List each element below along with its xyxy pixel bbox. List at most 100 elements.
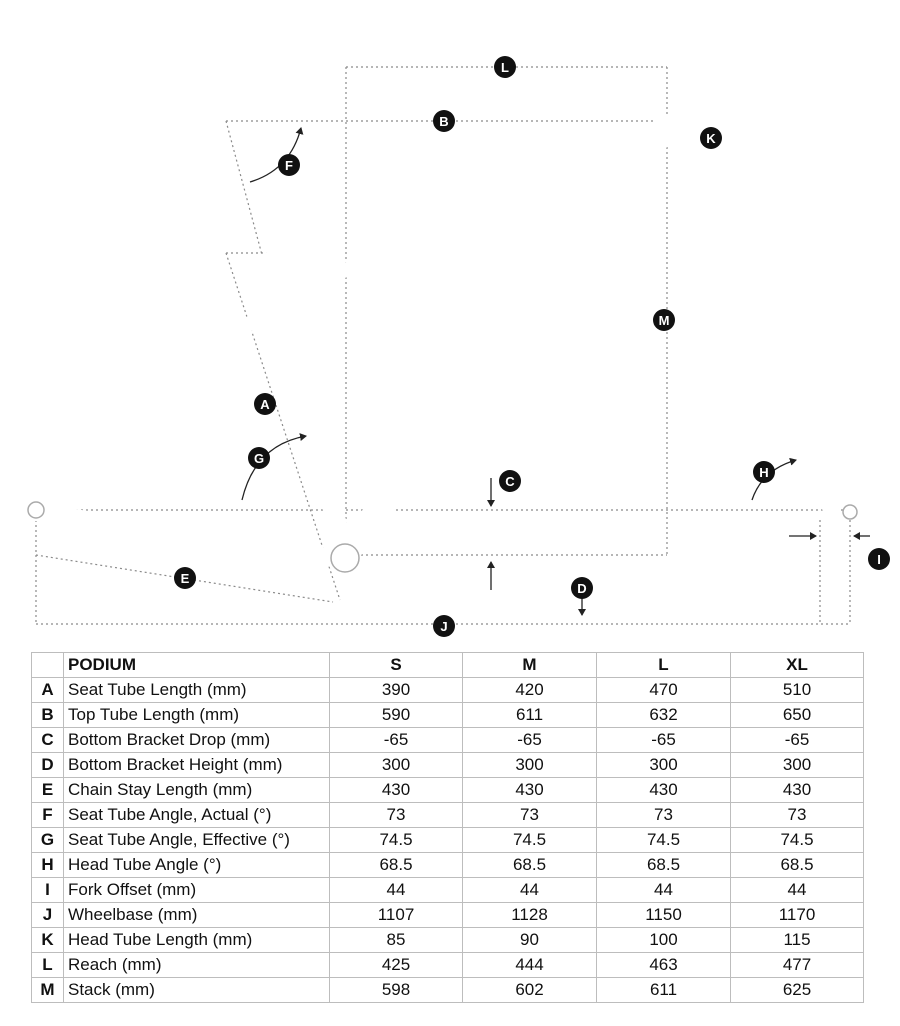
value-l: 463 — [596, 952, 731, 978]
badge-c: C — [499, 470, 521, 492]
svg-text:H: H — [759, 465, 768, 480]
value-m: 90 — [462, 927, 597, 953]
svg-text:D: D — [577, 581, 586, 596]
row-name: Bottom Bracket Height (mm) — [63, 752, 330, 778]
row-name: Stack (mm) — [63, 977, 330, 1003]
svg-text:B: B — [439, 114, 448, 129]
row-letter: G — [31, 827, 64, 853]
value-l: 632 — [596, 702, 731, 728]
row-letter: B — [31, 702, 64, 728]
badge-e: E — [174, 567, 196, 589]
row-letter: C — [31, 727, 64, 753]
badge-g: G — [248, 447, 270, 469]
value-m: 44 — [462, 877, 597, 903]
value-xl: 650 — [730, 702, 864, 728]
svg-text:J: J — [440, 619, 447, 634]
value-s: 590 — [329, 702, 463, 728]
row-letter: K — [31, 927, 64, 953]
badge-m: M — [653, 309, 675, 331]
header-size-xl: XL — [730, 652, 864, 678]
frame-geometry-diagram: A B C D E F G H I J K L M — [27, 56, 890, 637]
value-l: 611 — [596, 977, 731, 1003]
svg-text:G: G — [254, 451, 264, 466]
value-xl: -65 — [730, 727, 864, 753]
value-m: 68.5 — [462, 852, 597, 878]
value-xl: 115 — [730, 927, 864, 953]
header-letter-cell — [31, 652, 64, 678]
badge-a: A — [254, 393, 276, 415]
value-s: 85 — [329, 927, 463, 953]
svg-text:M: M — [659, 313, 670, 328]
badge-d: D — [571, 577, 593, 599]
value-l: 74.5 — [596, 827, 731, 853]
value-m: 300 — [462, 752, 597, 778]
value-s: 44 — [329, 877, 463, 903]
value-m: -65 — [462, 727, 597, 753]
svg-text:K: K — [706, 131, 716, 146]
value-xl: 74.5 — [730, 827, 864, 853]
svg-text:I: I — [877, 552, 881, 567]
value-m: 430 — [462, 777, 597, 803]
row-letter: M — [31, 977, 64, 1003]
row-letter: E — [31, 777, 64, 803]
badge-h: H — [753, 461, 775, 483]
value-m: 73 — [462, 802, 597, 828]
badge-j: J — [433, 615, 455, 637]
value-m: 444 — [462, 952, 597, 978]
row-letter: A — [31, 677, 64, 703]
dimension-lines — [35, 66, 851, 625]
value-xl: 430 — [730, 777, 864, 803]
value-s: 425 — [329, 952, 463, 978]
value-l: 73 — [596, 802, 731, 828]
table-header-row: PODIUM S M L XL — [31, 652, 864, 678]
row-name: Head Tube Angle (°) — [63, 852, 330, 878]
row-letter: I — [31, 877, 64, 903]
value-xl: 510 — [730, 677, 864, 703]
row-name: Seat Tube Length (mm) — [63, 677, 330, 703]
row-name: Head Tube Length (mm) — [63, 927, 330, 953]
header-model: PODIUM — [63, 652, 330, 678]
badge-i: I — [868, 548, 890, 570]
value-s: 73 — [329, 802, 463, 828]
value-m: 74.5 — [462, 827, 597, 853]
svg-text:F: F — [285, 158, 293, 173]
row-name: Bottom Bracket Drop (mm) — [63, 727, 330, 753]
row-letter: F — [31, 802, 64, 828]
svg-text:E: E — [181, 571, 190, 586]
value-l: 44 — [596, 877, 731, 903]
value-xl: 73 — [730, 802, 864, 828]
row-letter: J — [31, 902, 64, 928]
value-l: 100 — [596, 927, 731, 953]
value-xl: 477 — [730, 952, 864, 978]
badge-b: B — [433, 110, 455, 132]
svg-text:A: A — [260, 397, 270, 412]
value-m: 602 — [462, 977, 597, 1003]
value-l: 430 — [596, 777, 731, 803]
row-name: Fork Offset (mm) — [63, 877, 330, 903]
value-xl: 1170 — [730, 902, 864, 928]
value-s: 598 — [329, 977, 463, 1003]
row-name: Top Tube Length (mm) — [63, 702, 330, 728]
row-letter: L — [31, 952, 64, 978]
row-name: Seat Tube Angle, Actual (°) — [63, 802, 330, 828]
value-s: 74.5 — [329, 827, 463, 853]
value-l: 1150 — [596, 902, 731, 928]
value-s: 430 — [329, 777, 463, 803]
value-xl: 625 — [730, 977, 864, 1003]
row-name: Wheelbase (mm) — [63, 902, 330, 928]
value-s: 1107 — [329, 902, 463, 928]
header-size-l: L — [596, 652, 731, 678]
row-letter: H — [31, 852, 64, 878]
row-name: Chain Stay Length (mm) — [63, 777, 330, 803]
